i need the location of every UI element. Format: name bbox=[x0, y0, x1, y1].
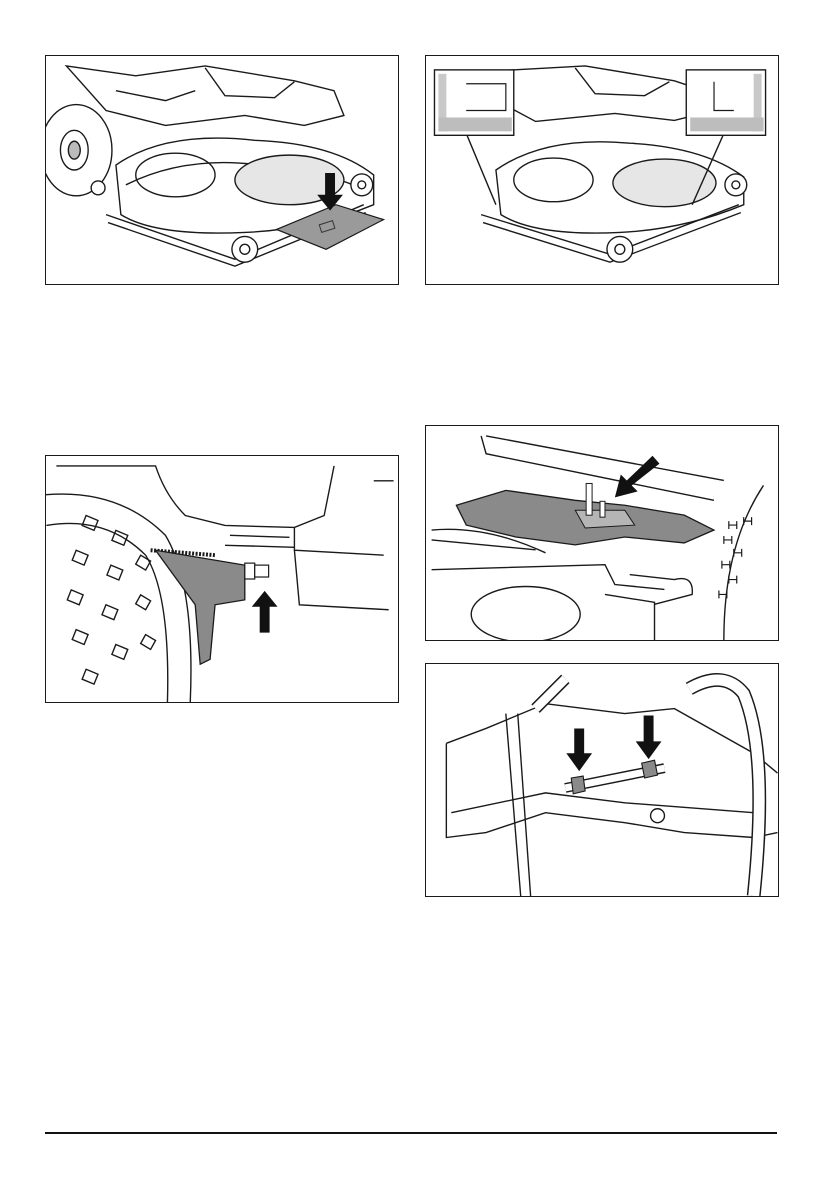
rod-nuts-double-arrow-icon bbox=[426, 664, 778, 896]
detail-inset-right bbox=[686, 70, 765, 135]
figure-deck-linkage bbox=[425, 425, 779, 641]
mower-deck-lowering-arrow-icon bbox=[46, 56, 398, 284]
figure-mower-deck-height-detail bbox=[425, 55, 779, 285]
mower-deck-height-detail-icon bbox=[426, 56, 778, 284]
detail-inset-left bbox=[434, 70, 513, 135]
figure-mower-deck-lowering bbox=[45, 55, 399, 285]
figure-rod-nuts bbox=[425, 663, 779, 897]
deck-linkage-bolt-arrow-icon bbox=[426, 426, 778, 640]
footer-rule bbox=[45, 1132, 777, 1134]
figure-wheel-bracket bbox=[45, 455, 399, 703]
wheel-bracket-up-arrow-icon bbox=[46, 456, 398, 702]
